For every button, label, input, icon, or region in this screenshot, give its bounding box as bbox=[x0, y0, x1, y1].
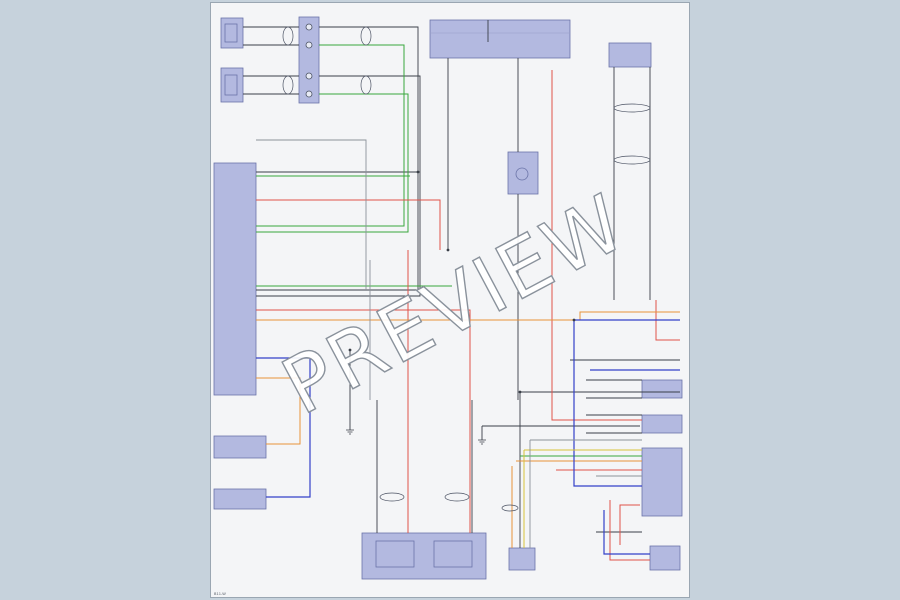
speaker-left-cone bbox=[375, 540, 415, 568]
lamp-switch-module bbox=[213, 488, 267, 510]
wiring-diagram-sheet bbox=[210, 2, 690, 598]
wires-gray bbox=[256, 139, 642, 548]
component-inner-detail bbox=[224, 23, 570, 568]
connector-block bbox=[298, 16, 320, 104]
control-module-small bbox=[213, 435, 267, 459]
footer-code: B11-W bbox=[214, 592, 226, 596]
lamp-module bbox=[507, 151, 539, 195]
seat-sensor-module bbox=[508, 547, 536, 571]
wires-green bbox=[256, 44, 642, 457]
antenna-module-lower bbox=[220, 67, 244, 103]
twisted-pair-markers bbox=[282, 26, 651, 512]
sensor-module-top-right bbox=[608, 42, 652, 68]
lamp-bulb bbox=[515, 167, 529, 181]
switch-module-a bbox=[641, 379, 683, 399]
antenna-upper-core bbox=[224, 23, 238, 43]
wires-black bbox=[243, 20, 680, 548]
control-unit-right bbox=[641, 447, 683, 517]
speaker-right-cone bbox=[433, 540, 473, 568]
antenna-module-upper bbox=[220, 17, 244, 49]
ground-symbols bbox=[346, 429, 486, 445]
connector-pins bbox=[305, 23, 313, 98]
wires-blue bbox=[256, 319, 680, 555]
junction-block bbox=[429, 19, 571, 59]
antenna-lower-core bbox=[224, 74, 238, 96]
control-module-main bbox=[213, 162, 257, 396]
wires-yellow bbox=[523, 449, 642, 548]
wires-red bbox=[256, 70, 680, 561]
junction-dots bbox=[348, 170, 576, 394]
occupant-sensor bbox=[649, 545, 681, 571]
wires-orange bbox=[256, 311, 680, 548]
switch-module-b bbox=[641, 414, 683, 434]
